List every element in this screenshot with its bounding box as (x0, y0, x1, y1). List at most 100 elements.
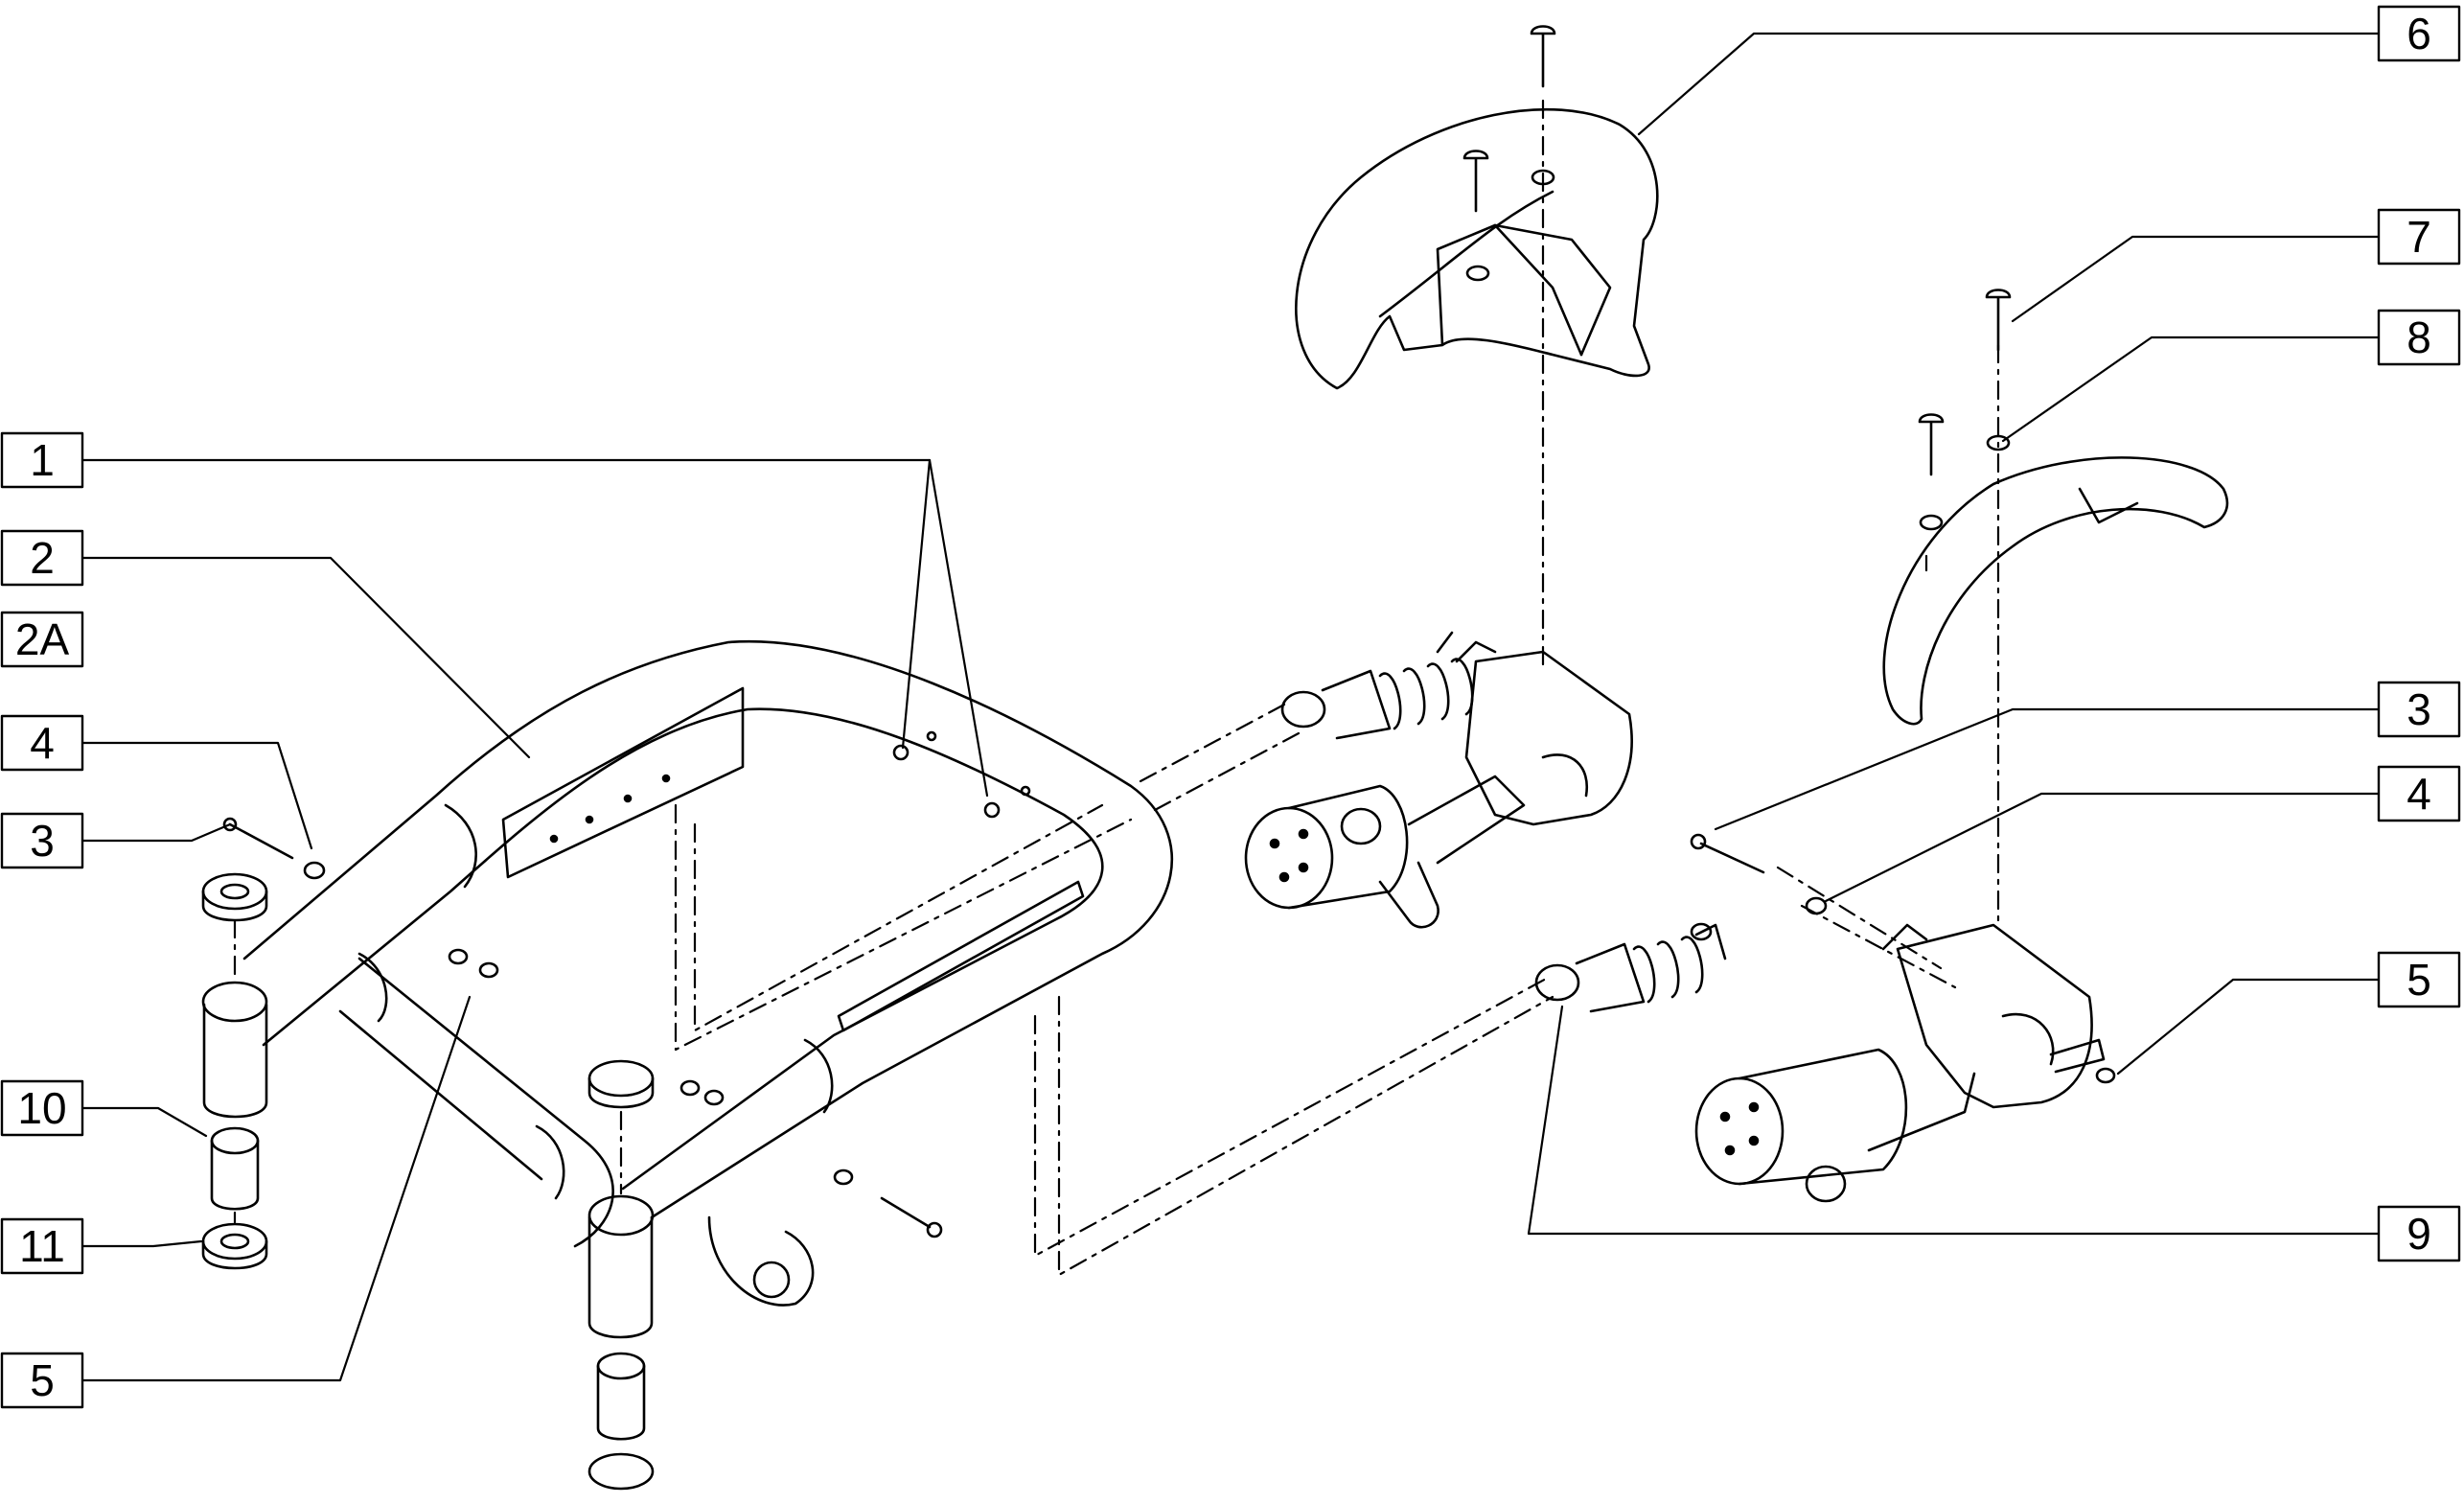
bolt-right (1699, 842, 1765, 874)
dash-plate-1 (674, 803, 1133, 1052)
dash-shock-link-2 (1057, 995, 1554, 1277)
lower-shock-cap (1690, 922, 1713, 941)
leader-10 (81, 1106, 208, 1138)
lower-motor-endcap (1694, 1076, 1785, 1186)
front-post-left-top (201, 981, 268, 1023)
lower-swingarm-pulley (2001, 1012, 2055, 1066)
top-fender-inner-edge (1378, 190, 1554, 318)
mounting-plate-top (501, 686, 745, 879)
right-fender-bolt-1 (1985, 289, 2012, 352)
upper-swingarm-tabs (1436, 631, 1497, 663)
top-fender (1295, 25, 1659, 390)
leader-5-left (81, 995, 472, 1382)
top-fender-bracket (1436, 223, 1612, 357)
leader-1a (81, 458, 932, 750)
bearing-bottom (201, 1222, 268, 1261)
callout-5-left-label: 5 (30, 1355, 55, 1405)
right-fender-washer-2 (1919, 514, 1944, 531)
upper-shock-spring (1378, 658, 1474, 730)
callout-2-label: 2 (30, 533, 55, 583)
assembly-dashed-lines (233, 99, 2000, 1277)
lower-shock-spring (1632, 936, 1704, 1004)
right-fender (1882, 289, 2229, 726)
callout-4-right: 4 (2377, 765, 2461, 822)
bearing-top (201, 872, 268, 911)
lower-shock-body (1575, 942, 1646, 1013)
lower-shock-top (1694, 923, 1727, 960)
upper-motor-coupler (1340, 807, 1382, 845)
bearing-bottom-side (201, 1239, 268, 1270)
frame-ring-3 (535, 1124, 565, 1200)
washer-left (303, 861, 326, 880)
frame-screw-2 (983, 801, 1001, 819)
callout-boxes: 1 2 2A 4 3 10 11 5 (0, 5, 2461, 1409)
motor-bolt (1724, 1145, 1736, 1156)
lower-drive-assembly (1534, 833, 2116, 1203)
callout-3-left-label: 3 (30, 816, 55, 866)
leader-6 (1637, 32, 2381, 136)
frame-inner (262, 707, 1104, 1191)
motor-bolt (1269, 838, 1280, 849)
front-post-center (587, 1215, 654, 1339)
callout-8: 8 (2377, 309, 2461, 366)
frame-ring-4 (803, 1038, 834, 1114)
callout-3-right-label: 3 (2406, 684, 2431, 734)
leader-lines (81, 32, 2381, 1382)
bolt-left (228, 822, 294, 860)
leader-2 (81, 556, 531, 759)
callout-4-right-label: 4 (2406, 769, 2431, 819)
upper-swingarm (1464, 650, 1633, 826)
lower-shock-eye (1534, 963, 1580, 1002)
frame-ring-2 (357, 952, 388, 1023)
lower-gearbox (1867, 1072, 1976, 1152)
frame-ring-1 (444, 803, 477, 889)
bearing-bottom-bore (219, 1233, 250, 1250)
callout-5-right: 5 (2377, 951, 2461, 1008)
nut-frame (478, 961, 499, 979)
upper-shock-eye (1280, 690, 1326, 729)
dash-shock-link-1 (1033, 976, 1550, 1258)
callout-6-label: 6 (2406, 9, 2431, 58)
callout-5-right-label: 5 (2406, 955, 2431, 1005)
bearing-top-side (201, 890, 268, 922)
lower-bracket (707, 1215, 815, 1307)
motor-bolt (1298, 828, 1309, 840)
spacer (210, 1139, 260, 1211)
frame-outer (242, 639, 1174, 1219)
leader-7 (2011, 235, 2381, 323)
bearing-center-top (587, 1059, 655, 1098)
callout-4-left: 4 (0, 714, 84, 772)
dash-bolt-right (1776, 866, 1943, 970)
bolt-center-head (926, 1221, 943, 1238)
leader-3-left (81, 822, 232, 843)
mounting-plate-bottom (837, 880, 1085, 1032)
right-fender-bracket (2078, 487, 2139, 524)
frame-rear-rail (357, 957, 614, 1248)
front-post-left (202, 1003, 268, 1119)
leader-4-right (1824, 792, 2381, 903)
leader-3-right (1714, 707, 2381, 831)
lower-axle (2049, 1038, 2106, 1074)
top-fender-bolt-1 (1530, 25, 1556, 88)
upper-drive-assembly (1244, 631, 1633, 929)
frame-screw-hole-1 (926, 730, 937, 742)
upper-gearbox (1407, 775, 1526, 865)
lower-swingarm-tabs (1881, 923, 1928, 951)
callout-9-label: 9 (2406, 1209, 2431, 1259)
spacer-center-top (596, 1352, 646, 1380)
bolt-left-head (222, 817, 238, 832)
callout-5-left: 5 (0, 1352, 84, 1409)
frame-screw-1 (892, 744, 910, 761)
spacer-center (596, 1364, 646, 1441)
callout-4-left-label: 4 (30, 718, 55, 768)
callout-8-label: 8 (2406, 312, 2431, 362)
right-fender-outline (1882, 456, 2229, 726)
frame-screw-hole-2 (1020, 785, 1031, 797)
plate-hole (549, 834, 559, 844)
top-fender-bolt-2 (1462, 150, 1489, 213)
lower-bracket-hole (752, 1261, 791, 1299)
bearing-top-bore (219, 883, 250, 900)
bearing-center-top-side (587, 1076, 655, 1109)
